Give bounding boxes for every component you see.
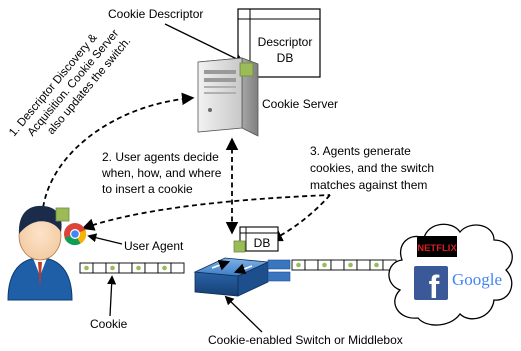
cookie-arrow — [107, 275, 117, 317]
cookie-descriptor-label: Cookie Descriptor — [108, 7, 203, 21]
packet-stream — [79, 259, 397, 274]
cookie-server-label: Cookie Server — [262, 97, 338, 111]
step3-left-arrow — [81, 194, 331, 231]
step1-label: 1. Descriptor Discovery & Acquisition. C… — [7, 28, 133, 139]
svg-text:Google: Google — [452, 270, 502, 289]
server-icon — [197, 57, 259, 137]
switch-icon — [193, 257, 291, 297]
user-agent-label: User Agent — [124, 239, 184, 253]
switch-db-label: DB — [254, 236, 271, 250]
switch-cookie — [233, 240, 246, 253]
switch-arrow — [224, 295, 263, 333]
svg-text:f: f — [429, 269, 440, 305]
user-avatar-icon — [7, 205, 73, 301]
user-agent-arrow — [87, 233, 123, 245]
descriptor-db-label-2: DB — [277, 51, 294, 65]
user-agent-cookie — [55, 207, 70, 222]
netflix-logo: NETFLIX — [417, 236, 457, 257]
step2-line3: to insert a cookie — [102, 182, 193, 196]
descriptor-db-label-1: Descriptor — [258, 35, 313, 49]
chrome-icon — [64, 223, 87, 246]
step3-right-arrow — [269, 194, 331, 242]
cookie-descriptor-arrow — [164, 23, 245, 63]
step3-line2: cookies, and the switch — [310, 161, 434, 175]
google-logo: Google — [452, 270, 502, 289]
step3-line3: matches against them — [310, 178, 427, 192]
switch-label: Cookie-enabled Switch or Middlebox — [208, 333, 403, 347]
server-descriptor-cookie — [239, 62, 254, 77]
cookie-label: Cookie — [90, 317, 128, 331]
step2-line1: 2. User agents decide — [102, 150, 219, 164]
step2-line2: when, how, and where — [101, 166, 222, 180]
step3-line1: 3. Agents generate — [310, 144, 411, 158]
svg-text:NETFLIX: NETFLIX — [417, 243, 457, 254]
switch-db: DB — [239, 226, 279, 252]
svg-text:Acquisition. Cookie Server: Acquisition. Cookie Server — [26, 28, 122, 139]
step1-arrow — [35, 92, 195, 227]
facebook-logo: f — [414, 266, 448, 305]
